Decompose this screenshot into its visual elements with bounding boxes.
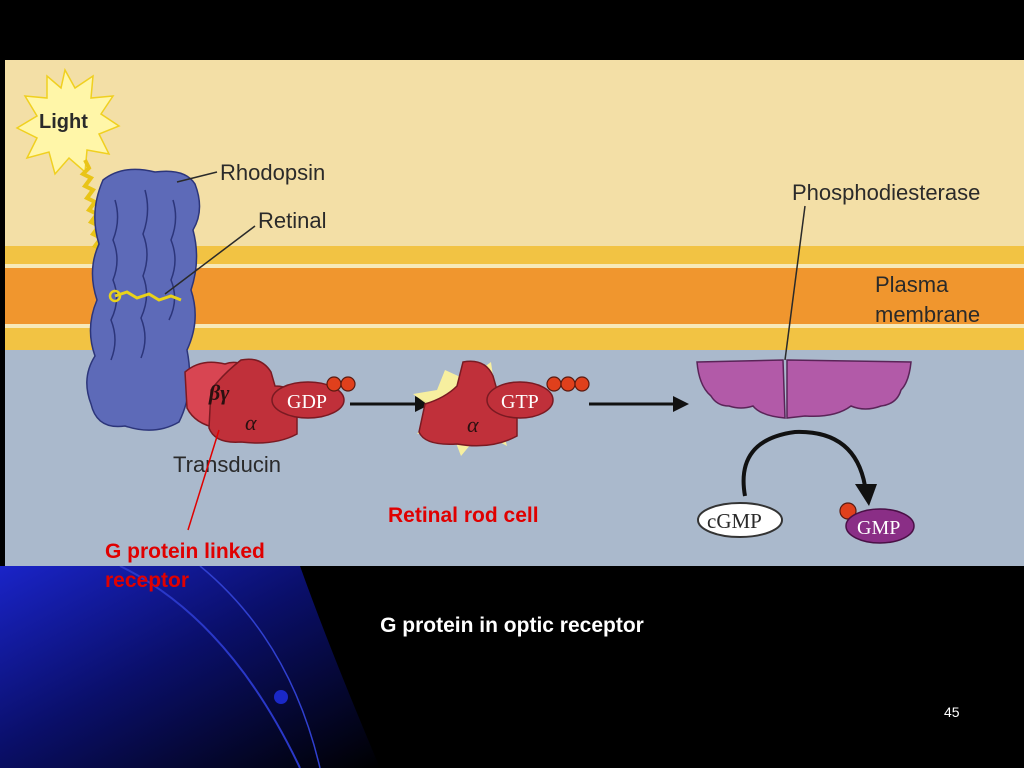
membrane-top-band [5, 246, 1024, 264]
gdp-pill [271, 381, 345, 419]
rhodopsin-protein [86, 168, 201, 431]
receptor-label-line-2: receptor [105, 569, 190, 592]
membrane-bottom-band [5, 328, 1024, 350]
alpha-label-2: α [467, 412, 479, 437]
gmp-label: GMP [857, 517, 900, 539]
phosphodiesterase-enzyme [696, 359, 912, 419]
g-protein-linked-receptor-label: G protein linked receptor [105, 537, 265, 595]
gdp-label: GDP [287, 391, 327, 413]
page-number: 45 [944, 704, 960, 720]
g-protein-diagram: Light Rhodopsin Retinal Phosphodiesteras… [5, 60, 1024, 566]
receptor-label-line-1: G protein linked [105, 540, 265, 563]
light-label: Light [39, 111, 88, 133]
phosphodiesterase-label: Phosphodiesterase [792, 180, 980, 205]
cgmp-pill [697, 502, 783, 538]
receptor-pointer-line [187, 429, 220, 531]
retinal-chromophore [114, 290, 182, 302]
membrane-label: membrane [875, 302, 980, 327]
slide-caption: G protein in optic receptor [380, 614, 644, 637]
alpha-label-1: α [245, 410, 257, 435]
rhodopsin-label: Rhodopsin [220, 160, 325, 185]
gmp-pill [845, 508, 915, 544]
gtp-pill [486, 381, 554, 419]
transducin-alpha-active: α [413, 360, 525, 456]
beta-gamma-label: βγ [208, 380, 230, 405]
retinal-label: Retinal [258, 208, 326, 233]
decorative-dot [274, 690, 288, 704]
retinal-rod-cell-label: Retinal rod cell [388, 504, 539, 527]
transducin-inactive: βγ α [184, 358, 298, 444]
cgmp-label: cGMP [707, 509, 762, 533]
reaction-arrow [741, 429, 867, 497]
plasma-label: Plasma [875, 272, 949, 297]
transducin-label: Transducin [173, 452, 281, 477]
gtp-label: GTP [501, 391, 539, 413]
light-burst: Light [15, 67, 121, 176]
